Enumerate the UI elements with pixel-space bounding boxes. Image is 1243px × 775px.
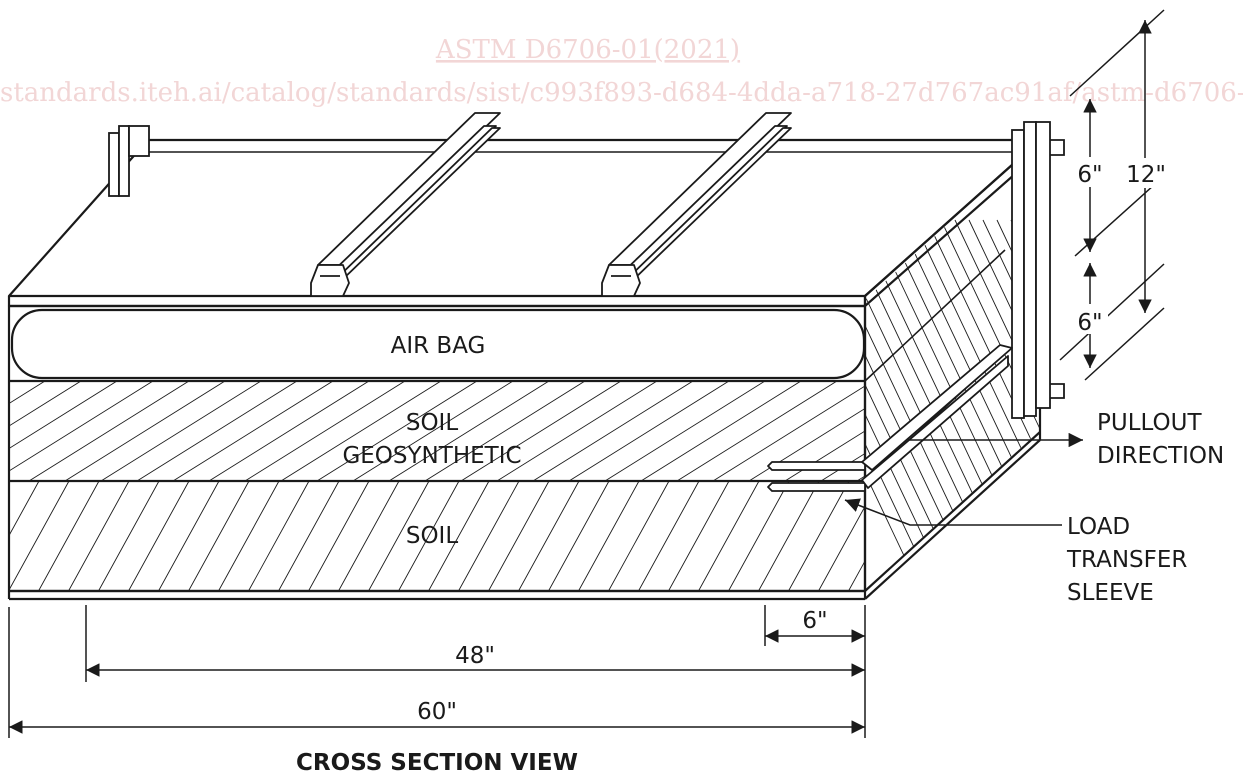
hatch-line (848, 560, 865, 591)
hatch-line (460, 381, 622, 482)
dim-total-height: 12" (1126, 162, 1166, 188)
hatch-line (352, 381, 514, 482)
hatch-line (38, 480, 100, 591)
hatch-line (428, 480, 490, 591)
hatch-line (338, 480, 400, 591)
label-geosynthetic: GEOSYNTHETIC (342, 443, 521, 469)
hatch-line (568, 381, 730, 482)
hatch-line (128, 480, 190, 591)
horizontal-dimensions (8, 605, 866, 738)
hatch-line (712, 385, 865, 482)
box-side-edge-top (864, 139, 1041, 297)
hatch-line (912, 219, 1040, 591)
hatch-line (818, 505, 865, 591)
hatch-line (244, 381, 406, 482)
hatch-line (968, 219, 1040, 591)
hatch-line (9, 480, 40, 537)
hatch-line (158, 480, 220, 591)
pullout-box (7, 138, 1042, 601)
hatch-line (518, 480, 580, 591)
hatch-line (316, 381, 478, 482)
label-soil-upper: SOIL (406, 410, 458, 436)
hatch-line (308, 480, 370, 591)
hatch-line (728, 480, 790, 591)
label-soil-lower: SOIL (406, 523, 458, 549)
dim-sleeve-length: 6" (802, 608, 827, 634)
clamp-post (1011, 121, 1065, 419)
hatch-line (388, 381, 550, 482)
hatch-line (488, 480, 550, 591)
hatch-line (9, 381, 154, 472)
label-sleeve-line3: SLEEVE (1067, 580, 1154, 606)
hatch-line (640, 381, 802, 482)
hatch-line (368, 480, 430, 591)
hatch-line (9, 480, 70, 591)
hatch-line (248, 480, 310, 591)
hatch-line (278, 480, 340, 591)
hatch-line (668, 480, 730, 591)
watermark-url: standards.iteh.ai/catalog/standards/sist… (0, 78, 1243, 108)
dim-total-length: 60" (417, 699, 457, 725)
hatch-line (9, 381, 10, 382)
hatch-line (136, 381, 298, 482)
hatch-line (898, 219, 1040, 591)
i-beam-left (310, 112, 501, 297)
box-top-face (7, 138, 1042, 298)
hatch-line (280, 381, 442, 482)
hatch-line (218, 480, 280, 591)
hatch-line (638, 480, 700, 591)
hatch-line (954, 219, 1040, 591)
hatch-line (496, 381, 658, 482)
label-air-bag: AIR BAG (391, 333, 486, 359)
watermark-standard: ASTM D6706-01(2021) (435, 35, 740, 65)
air-bag (10, 308, 866, 380)
hatch-line (9, 481, 10, 482)
hatch-line (9, 381, 82, 427)
hatch-line (188, 480, 250, 591)
diagram-caption: CROSS SECTION VIEW (296, 750, 578, 775)
dim-inner-length: 48" (455, 643, 495, 669)
hatch-line (758, 480, 820, 591)
label-sleeve-line1: LOAD (1067, 514, 1130, 540)
hatch-line (698, 480, 760, 591)
hatch-line (172, 381, 334, 482)
hatch-line (98, 480, 160, 591)
hatch-line (532, 381, 694, 482)
hatch-line (788, 480, 850, 591)
box-side-edge-bottom (864, 439, 1041, 600)
hatch-line (865, 219, 954, 591)
hatch-line (9, 381, 118, 450)
hatch-line (68, 480, 130, 591)
hatch-line (865, 219, 926, 591)
hatch-line (458, 480, 520, 591)
load-transfer-sleeve (767, 344, 1013, 492)
back-left-post (108, 125, 150, 197)
i-beam-right (601, 112, 792, 297)
label-pullout-line2: DIRECTION (1097, 443, 1224, 469)
hatch-line (9, 381, 46, 405)
label-pullout-line1: PULLOUT (1097, 410, 1202, 436)
hatch-line (604, 381, 766, 482)
soil-hatching (9, 381, 865, 591)
hatch-line (208, 381, 370, 482)
dim-lower-height: 6" (1077, 310, 1102, 336)
hatch-line (424, 381, 586, 482)
label-sleeve-line2: TRANSFER (1066, 547, 1187, 573)
hatch-line (100, 381, 262, 482)
hatch-line (28, 381, 190, 482)
hatch-line (608, 480, 670, 591)
hatch-line (865, 219, 940, 591)
hatch-line (548, 480, 610, 591)
dim-upper-height: 6" (1077, 162, 1102, 188)
sleeve-leader (844, 498, 1062, 526)
hatch-line (398, 480, 460, 591)
hatch-line (578, 480, 640, 591)
hatch-line (64, 381, 226, 482)
hatch-line (676, 381, 838, 482)
